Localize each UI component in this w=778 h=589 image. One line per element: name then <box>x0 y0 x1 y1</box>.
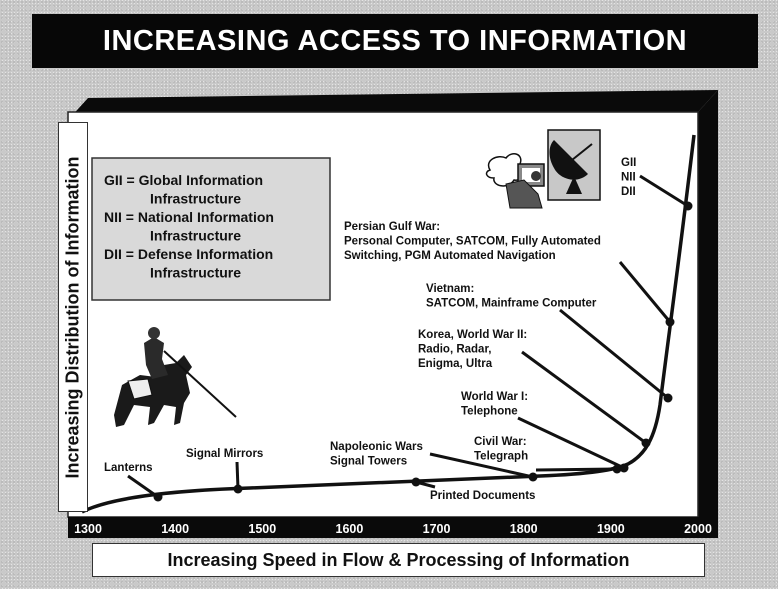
leader-line-gii-nii-dii <box>639 174 689 208</box>
legend-continuation: Infrastructure <box>150 191 241 207</box>
annotation-line: Enigma, Ultra <box>418 358 493 370</box>
legend-definition: DII = Defense Information <box>104 246 273 262</box>
x-axis-label-box: Increasing Speed in Flow & Processing of… <box>92 543 705 577</box>
annotation-line: Vietnam: <box>426 283 474 295</box>
annotation-line: World War I: <box>461 391 528 403</box>
leader-line-persian-gulf <box>618 261 672 323</box>
annotation-line: Personal Computer, SATCOM, Fully Automat… <box>344 236 601 248</box>
satellite-dish-icon <box>547 129 601 201</box>
leader-line-korea-ww2 <box>521 350 647 445</box>
annotation-line: Persian Gulf War: <box>344 221 440 233</box>
leader-line-civil-war <box>535 467 618 472</box>
annotation-line: DII <box>621 186 636 198</box>
x-tick-label: 1400 <box>161 522 189 536</box>
x-axis-band <box>68 517 718 538</box>
leader-line-ww1 <box>517 416 625 470</box>
annotation-line: Switching, PGM Automated Navigation <box>344 250 556 262</box>
annotation-line: Telephone <box>461 406 518 418</box>
leader-layer <box>127 174 689 499</box>
leader-line-napoleonic <box>429 452 534 479</box>
annotation-lanterns: Lanterns <box>104 462 153 474</box>
curve-point-napoleonic <box>528 472 538 482</box>
x-tick-label: 2000 <box>684 522 712 536</box>
annotation-gii-nii-dii: GII NII DII <box>621 157 636 198</box>
annotation-line: Signal Towers <box>330 456 407 468</box>
title-bar: INCREASING ACCESS TO INFORMATION <box>32 14 758 68</box>
x-tick-label: 1800 <box>510 522 538 536</box>
growth-curve <box>81 134 696 514</box>
annotation-ww1: World War I: Telephone <box>461 391 528 418</box>
curve-point-lanterns <box>153 492 163 502</box>
x-tick-label: 1300 <box>74 522 102 536</box>
curve-point-persian-gulf <box>665 317 675 327</box>
legend-text-layer: GII = Global InformationInfrastructureNI… <box>104 172 274 281</box>
annotation-signal-mirrors: Signal Mirrors <box>186 448 263 460</box>
legend-box <box>91 157 331 301</box>
legend-definition: GII = Global Information <box>104 172 263 188</box>
tick-layer: 1300 1400 1500 1600 1700 1800 1900 2000 <box>74 522 712 536</box>
plot-right-face <box>698 90 718 538</box>
curve-point-vietnam <box>663 393 673 403</box>
annotation-line: Printed Documents <box>430 490 535 502</box>
annotation-line: Civil War: <box>474 436 527 448</box>
x-axis-label: Increasing Speed in Flow & Processing of… <box>167 549 630 570</box>
annotation-line: Telegraph <box>474 451 528 463</box>
legend-continuation: Infrastructure <box>150 265 241 281</box>
annotation-line: Signal Mirrors <box>186 448 263 460</box>
curve-point-ww1 <box>619 463 629 473</box>
annotation-line: Radio, Radar, <box>418 344 492 356</box>
annotation-line: Napoleonic Wars <box>330 441 423 453</box>
computer-user-icon <box>485 153 545 209</box>
y-axis-label-box: Increasing Distribution of Information <box>58 122 88 512</box>
curve-layer <box>81 134 696 514</box>
x-tick-label: 1500 <box>248 522 276 536</box>
annotation-layer: Lanterns Signal Mirrors Napoleonic WarsSig… <box>104 157 636 502</box>
legend-continuation: Infrastructure <box>150 228 241 244</box>
dot-layer <box>153 201 693 502</box>
curve-point-printed <box>411 477 421 487</box>
x-tick-label: 1600 <box>336 522 364 536</box>
leader-line-lanterns <box>127 474 159 499</box>
annotation-line: Korea, World War II: <box>418 329 527 341</box>
curve-point-signal-mirrors <box>233 484 243 494</box>
legend-definition: NII = National Information <box>104 209 274 225</box>
annotation-line: GII <box>621 157 636 169</box>
x-tick-label: 1900 <box>597 522 625 536</box>
page-title: INCREASING ACCESS TO INFORMATION <box>102 24 688 57</box>
leader-line-vietnam <box>559 308 669 400</box>
y-axis-label: Increasing Distribution of Information <box>62 155 83 479</box>
annotation-printed: Printed Documents <box>430 490 535 502</box>
x-tick-label: 1700 <box>423 522 451 536</box>
annotation-civil-war: Civil War: Telegraph <box>474 436 528 463</box>
knight-on-horse-icon <box>114 327 237 427</box>
annotation-persian-gulf: Persian Gulf War: Personal Computer, SATC… <box>344 221 601 262</box>
annotation-line: SATCOM, Mainframe Computer <box>426 298 597 310</box>
annotation-line: Lanterns <box>104 462 153 474</box>
leader-line-signal-mirrors <box>235 461 240 490</box>
curve-point-civil-war <box>612 464 622 474</box>
curve-point-gii-nii-dii <box>683 201 693 211</box>
annotation-vietnam: Vietnam: SATCOM, Mainframe Computer <box>426 283 597 310</box>
annotation-line: NII <box>621 172 636 184</box>
annotation-korea-ww2: Korea, World War II: Radio, Radar, Enigma,… <box>418 329 527 370</box>
curve-point-korea-ww2 <box>641 438 651 448</box>
